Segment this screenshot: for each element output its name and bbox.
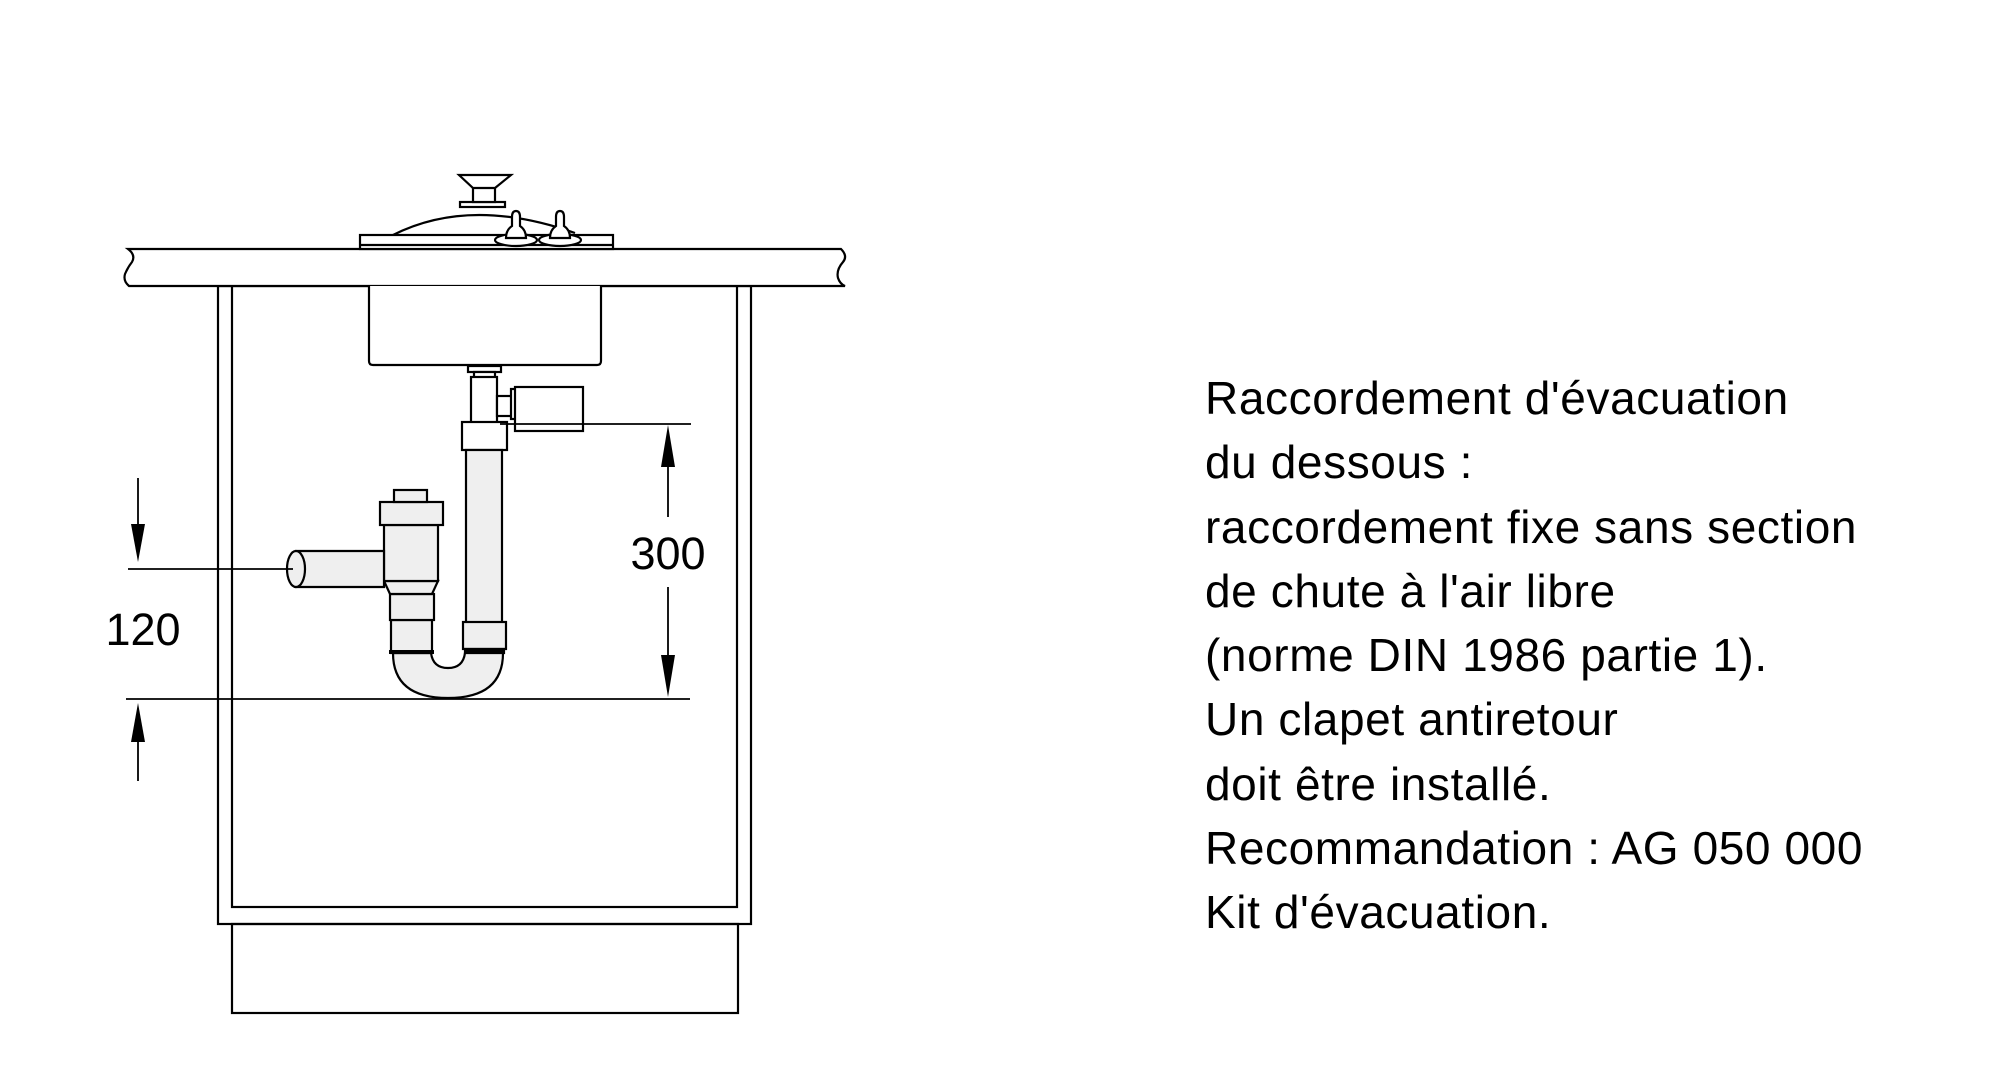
tap-right xyxy=(537,209,583,248)
lid-dome xyxy=(392,213,576,236)
drain-pipe xyxy=(460,364,585,655)
description-line: Recommandation : AG 050 000 xyxy=(1205,822,1864,875)
side-outlet-pipe xyxy=(285,549,386,589)
trap-nut xyxy=(388,592,436,622)
description-line: doit être installé. xyxy=(1205,757,1552,810)
valve-connector xyxy=(495,394,514,418)
trap-cap-collar xyxy=(378,500,445,527)
drain-vertical-pipe xyxy=(464,448,504,626)
arrow-up-icon xyxy=(661,425,675,467)
trap-cone xyxy=(382,579,440,596)
plinth xyxy=(230,922,740,1015)
dimension-300: 300 xyxy=(500,423,706,697)
countertop xyxy=(123,247,847,288)
arrow-up-icon xyxy=(131,703,145,742)
arrow-down-icon xyxy=(661,655,675,697)
knob-icon xyxy=(456,173,515,190)
description-line: raccordement fixe sans section xyxy=(1205,500,1858,553)
drain-upper-pipe xyxy=(469,375,499,425)
trap-cap xyxy=(392,488,429,504)
knob-stem xyxy=(471,185,497,204)
tap-left xyxy=(493,209,539,248)
description-line: Un clapet antiretour xyxy=(1205,693,1619,746)
description-line: de chute à l'air libre xyxy=(1205,564,1616,617)
arrow-down-icon xyxy=(131,524,145,562)
drain-collar xyxy=(460,420,509,452)
description-line: Raccordement d'évacuation xyxy=(1205,372,1789,424)
tap-fittings xyxy=(493,209,583,248)
siphon-trap xyxy=(378,488,505,700)
description-line: (norme DIN 1986 partie 1). xyxy=(1205,629,1768,682)
description-line: du dessous : xyxy=(1205,436,1474,489)
dimension-label-120: 120 xyxy=(105,604,180,655)
installation-description: Raccordement d'évacuation du dessous : r… xyxy=(1205,366,1863,945)
trap-lower-pipe xyxy=(389,618,434,655)
description-line: Kit d'évacuation. xyxy=(1205,886,1552,939)
dimension-120: 120 xyxy=(105,478,690,781)
dimension-label-300: 300 xyxy=(630,528,705,579)
trap-right-collar xyxy=(461,620,508,651)
trap-body xyxy=(382,523,440,583)
sink-basin xyxy=(367,286,603,367)
